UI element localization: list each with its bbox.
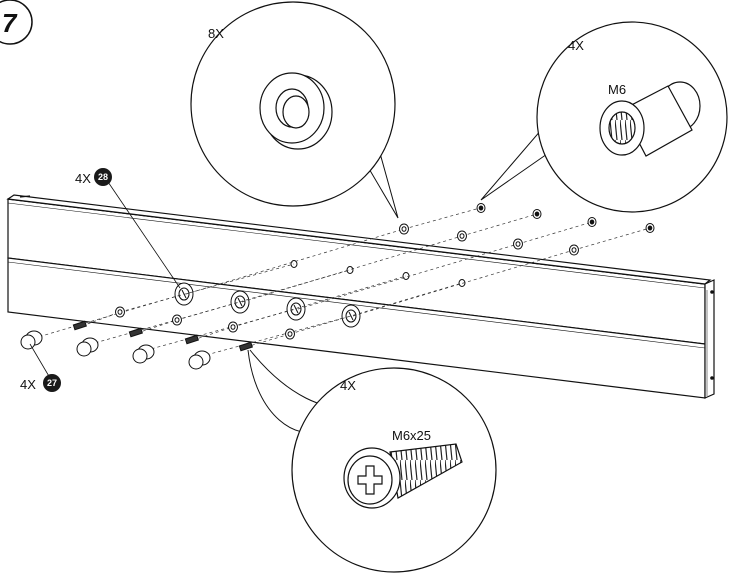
nut-callout-size: M6 [608, 82, 626, 97]
nut-callout-qty: 4X [568, 38, 584, 53]
part-28-label: 4X 28 [75, 168, 181, 289]
nut [645, 223, 655, 233]
nut [532, 209, 542, 219]
cam-lock [341, 304, 361, 328]
washer [172, 314, 182, 326]
assembly-guides [27, 207, 651, 359]
bolt [184, 334, 199, 345]
washer-callout: 8X [190, 1, 399, 219]
bolt-detail [343, 443, 463, 509]
bolt [128, 327, 143, 338]
washer-callout-qty: 8X [208, 26, 224, 41]
part-27-badge [43, 374, 61, 392]
washer-detail [259, 72, 333, 150]
washer [228, 321, 238, 333]
panel-assembly [6, 194, 715, 399]
cam-lock [286, 297, 306, 321]
washer [513, 238, 523, 250]
caps [20, 330, 211, 370]
bolt-callout: 4X M6x25 [247, 349, 497, 573]
cap [132, 344, 155, 364]
step-circle [0, 0, 33, 45]
nuts [476, 203, 655, 233]
part-27-qty: 4X [20, 377, 36, 392]
part-28-number: 28 [98, 172, 108, 182]
washer [569, 244, 579, 256]
washer [399, 223, 409, 235]
bolt [72, 320, 87, 331]
cap [20, 330, 43, 350]
nut-callout: 4X M6 [480, 21, 728, 213]
step-indicator: 7 [0, 0, 33, 45]
washer [115, 306, 125, 318]
washer [285, 328, 295, 340]
part-27-label: 4X 27 [20, 343, 61, 392]
panel-top-edge [6, 194, 712, 285]
nut-detail [599, 81, 701, 157]
washer [457, 230, 467, 242]
step-number: 7 [2, 8, 18, 38]
nut [476, 203, 486, 213]
part-28-qty: 4X [75, 171, 91, 186]
part-27-number: 27 [47, 378, 57, 388]
bolt-callout-qty: 4X [340, 378, 356, 393]
washers [115, 223, 579, 340]
panel-right-end [704, 279, 715, 399]
part-28-badge [94, 168, 112, 186]
bolts [72, 320, 253, 352]
bolt-callout-size: M6x25 [392, 428, 431, 443]
cap [188, 350, 211, 370]
cap [76, 337, 99, 357]
bolt [238, 341, 253, 352]
nut [587, 217, 597, 227]
